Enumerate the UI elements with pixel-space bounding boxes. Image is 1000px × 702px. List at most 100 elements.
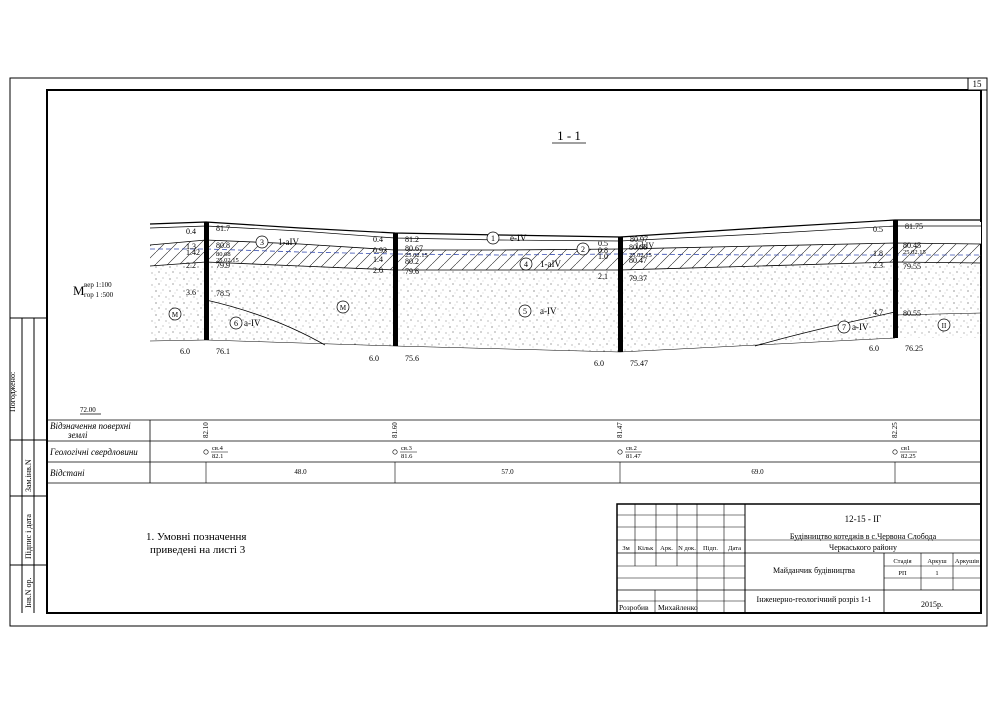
surface-elevation: 81.47 [616, 422, 624, 438]
note-line-2: приведені на листі 3 [150, 544, 246, 556]
borehole-symbol [892, 449, 898, 455]
svg-text:e-IV: e-IV [510, 233, 527, 243]
layer-depth: 0.4 [373, 235, 383, 244]
title-site: Майданчик будівництва [773, 566, 855, 575]
title-year: 2015р. [921, 600, 943, 609]
distance-value: 57.0 [501, 468, 514, 476]
outer-frame [9, 77, 988, 627]
svg-text:1-aIV: 1-aIV [540, 259, 561, 269]
side-label-replace-inv: Зам.інв.N [24, 459, 33, 492]
well-note: 80.2 [405, 257, 419, 266]
well-bottom-depth: 6.0 [594, 359, 604, 368]
stage-header: Стадія [893, 558, 911, 565]
well-bottom-depth: 6.0 [369, 354, 379, 363]
layer-depth: 2.1 [598, 272, 608, 281]
svg-text:1: 1 [491, 234, 495, 243]
title-columns: Зм Кільк Арк. N док. Підп. Дата [622, 545, 741, 552]
borehole-symbol [392, 449, 398, 455]
well-bottom-elev: 75.6 [405, 354, 419, 363]
title-col-header: Арк. [660, 545, 673, 552]
well-note: 25.02.15 [216, 257, 239, 264]
layer-markers: 3 1-aIV 1 e-IV 2 1-bIV 4 1-aIV 5 a-IV 6 … [168, 231, 951, 334]
borehole-tag-elev: 82.25 [901, 453, 916, 460]
layer-depth: 1.3 [186, 242, 196, 251]
title-block [616, 503, 982, 614]
title-col-header: Кільк [638, 545, 654, 552]
well-top-elev: 81.2 [405, 235, 419, 244]
borehole-tag-elev: 82.1 [212, 453, 223, 460]
svg-text:3: 3 [260, 238, 264, 247]
left-stamp-columns [10, 317, 47, 613]
well-note: 79.6 [405, 267, 419, 276]
title-col-header: Зм [622, 545, 629, 552]
svg-text:1-bIV: 1-bIV [635, 241, 654, 250]
svg-text:72.00: 72.00 [80, 406, 96, 414]
title-code: 12-15 - ІГ [845, 514, 882, 524]
layer-depth: 1.8 [873, 249, 883, 258]
surface-elevation: 82.10 [202, 422, 210, 438]
title-drawing-name: Інженерно-геологічний розріз 1-1 [757, 595, 872, 604]
borehole-4: 81.750.51.82.34.780.4525.02.1579.5580.55… [869, 222, 926, 353]
profile-table: 72.00 [47, 406, 981, 484]
well-top-elev: 80.97 [630, 235, 648, 244]
svg-text:землі: землі [67, 430, 88, 440]
well-bottom-depth: 6.0 [180, 347, 190, 356]
borehole-symbol [617, 449, 623, 455]
stage-value: 1 [935, 570, 938, 577]
layer-depth: 0.4 [186, 227, 196, 236]
borehole-tag-name: св.4 [212, 445, 224, 452]
geologic-section [149, 219, 982, 353]
borehole-tag-name: св.2 [626, 445, 637, 452]
well-note: 79.37 [629, 274, 647, 283]
layer-depth: 0.93 [373, 246, 387, 255]
title-col-header: Підп. [703, 545, 718, 552]
layer-depth: 0.5 [873, 225, 883, 234]
well-note: 80.66 [629, 243, 647, 252]
well-note: 80.47 [629, 256, 647, 265]
svg-text:II: II [942, 322, 947, 330]
well-bottom-elev: 76.25 [905, 344, 923, 353]
layer-depth: 0.5 [598, 239, 608, 248]
distance-value: 48.0 [294, 468, 307, 476]
well-note: 25.02.15 [405, 252, 428, 259]
svg-text:4: 4 [524, 260, 528, 269]
row-label-surface-elevation: Відзначення поверхні [50, 421, 131, 431]
scale-horizontal: гор 1 :500 [84, 291, 114, 299]
well-top-elev: 81.75 [905, 222, 923, 231]
well-note: 25.02.15 [903, 249, 926, 256]
title-col-header: Дата [728, 545, 741, 552]
layer-depth: 1.0 [598, 252, 608, 261]
stage-value: РП [898, 570, 907, 577]
distance-value: 69.0 [751, 468, 764, 476]
svg-text:a-IV: a-IV [852, 322, 869, 332]
stage-header: Аркуш [927, 558, 946, 565]
row-label-distances: Відстані [50, 468, 85, 478]
well-note: 80.45 [903, 241, 921, 250]
well-top-elev: 81.7 [216, 224, 230, 233]
well-note: 79.55 [903, 262, 921, 271]
borehole-tag-elev: 81.6 [401, 453, 413, 460]
layer-depth: 2.0 [373, 266, 383, 275]
sheet-number-box [967, 77, 988, 91]
note-line-1: 1. Умовні позначення [146, 531, 246, 543]
svg-text:a-IV: a-IV [244, 318, 261, 328]
title-col-header: N док. [678, 545, 696, 552]
well-bottom-elev: 76.1 [216, 347, 230, 356]
svg-text:6: 6 [234, 319, 238, 328]
well-note: 80.8 [216, 241, 230, 250]
borehole-tag-elev: 81.47 [626, 453, 641, 460]
well-note: 79.9 [216, 261, 230, 270]
svg-text:2: 2 [581, 245, 585, 254]
sheet-number: 15 [973, 79, 983, 89]
side-label-inv-orig: Інв.N ор. [24, 578, 33, 609]
layer-depth: 4.7 [873, 308, 883, 317]
svg-text:a-IV: a-IV [540, 306, 557, 316]
scale-letter: M [73, 283, 85, 298]
layer-depth: 0.8 [598, 246, 608, 255]
well-note: 80.55 [903, 309, 921, 318]
svg-text:M: M [172, 311, 179, 319]
svg-text:1-aIV: 1-aIV [278, 237, 299, 247]
